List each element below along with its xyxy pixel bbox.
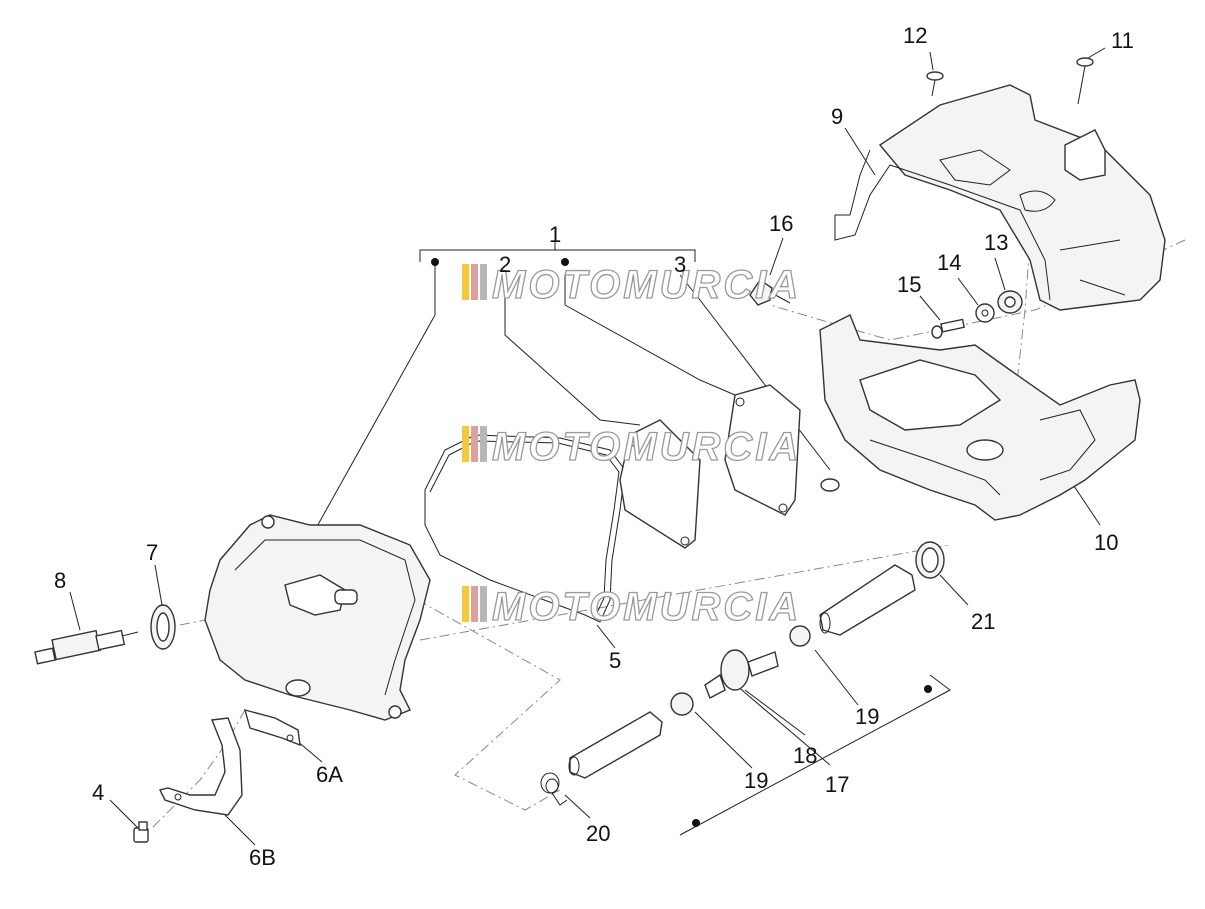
watermark-stripes (462, 586, 487, 622)
clamp-part-19-lower (670, 692, 694, 716)
callout-6a: 6A (316, 762, 343, 787)
head-cover-part-1 (204, 514, 431, 721)
clamp-part-20 (540, 772, 568, 806)
watermark: MOTOMURCIA (462, 262, 801, 308)
bracket-dot (924, 685, 932, 693)
bracket-part-6b (158, 717, 243, 816)
plate-part-3 (724, 384, 801, 516)
bracket-dot (692, 819, 700, 827)
washer-part-14 (975, 303, 995, 323)
callout-9: 9 (831, 104, 843, 129)
callout-5: 5 (609, 648, 621, 673)
callout-17: 17 (825, 772, 849, 797)
seal-ring-part-7 (150, 604, 176, 650)
callout-3: 3 (674, 252, 686, 277)
hose-lower (568, 711, 663, 779)
screw-part-12 (926, 71, 944, 97)
callout-20: 20 (586, 821, 610, 846)
callout-16: 16 (769, 211, 793, 236)
watermark: MOTOMURCIA (462, 584, 801, 630)
bolt-part-4 (133, 821, 149, 843)
bracket-part-6a (243, 709, 301, 747)
watermark-stripes (462, 264, 487, 300)
callout-labels: 1 2 3 4 5 6A 6B 7 8 9 10 11 12 13 14 15 … (54, 23, 1134, 870)
valve-part-18 (704, 649, 779, 699)
watermark: MOTOMURCIA (462, 424, 801, 470)
bracket-dot (431, 258, 439, 266)
wing-bolt-part-16 (749, 279, 791, 306)
watermark-stripes (462, 426, 487, 462)
kit-bracket-1 (314, 242, 831, 531)
callout-1: 1 (549, 222, 561, 247)
upper-cover-part-9 (834, 84, 1166, 311)
callout-19-lower: 19 (744, 768, 768, 793)
kit-bracket-17 (679, 674, 951, 836)
clamp-part-21 (915, 541, 945, 579)
spark-plug-part-8 (34, 629, 139, 665)
callout-21: 21 (971, 609, 995, 634)
grommet-part-13 (997, 290, 1023, 314)
callout-11: 11 (1111, 28, 1134, 53)
small-bolt-plate (820, 478, 840, 492)
callout-4: 4 (92, 780, 104, 805)
callout-12: 12 (903, 23, 927, 48)
plate-part-2 (619, 419, 701, 549)
callout-18: 18 (793, 743, 817, 768)
watermark-text: MOTOMURCIA (492, 585, 801, 629)
screw-part-15 (931, 318, 966, 339)
callout-10: 10 (1094, 530, 1118, 555)
watermark-text: MOTOMURCIA (492, 263, 801, 307)
callout-6b: 6B (249, 845, 276, 870)
callout-14: 14 (937, 250, 961, 275)
screw-part-11 (1076, 57, 1094, 105)
bracket-dot (561, 258, 569, 266)
hose-upper (819, 564, 916, 636)
callout-8: 8 (54, 568, 66, 593)
callout-15: 15 (897, 272, 921, 297)
lower-housing-part-10 (819, 314, 1141, 521)
assembly-centerlines (149, 129, 1186, 831)
callout-13: 13 (984, 230, 1008, 255)
callout-2: 2 (499, 252, 511, 277)
callout-7: 7 (146, 540, 158, 565)
watermark-text: MOTOMURCIA (492, 425, 801, 469)
leader-lines (69, 47, 1106, 846)
callout-19-upper: 19 (855, 704, 879, 729)
clamp-part-19-upper (789, 625, 811, 647)
